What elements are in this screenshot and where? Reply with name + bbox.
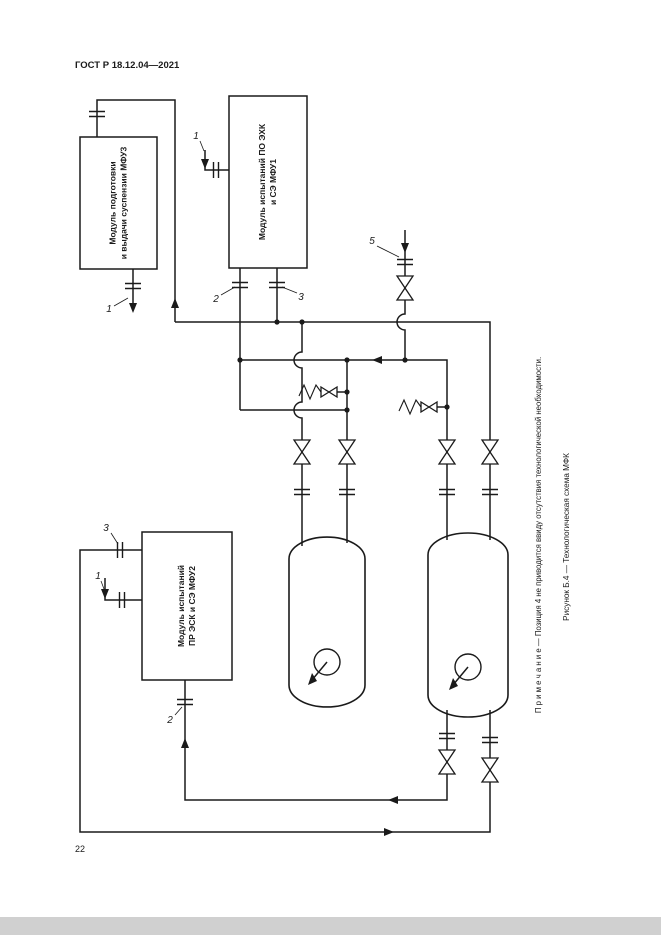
position-label-1-mfu3: 1 [106,304,112,315]
junction-dots [237,319,450,413]
pipe-line [175,321,491,540]
pipe-line [79,549,491,833]
junction-dot [299,319,305,325]
flange-icon [482,736,498,744]
flow-arrow-icon [401,243,409,253]
junction-dot [237,357,243,363]
flow-arrow-icon [171,298,179,308]
module-label-mfu1-line1: Модуль испытаний ПО ЭХК [257,123,267,240]
vessel-body [427,532,509,718]
flange-icon [339,488,355,496]
flange-icon [125,282,141,290]
pipe-line [293,322,303,546]
flow-arrow-icon [101,589,109,599]
flange-icon [118,592,126,608]
valve-icon [337,439,357,465]
relief-valve-icon [298,383,338,401]
flange-icon [177,698,193,706]
flange-icon [439,488,455,496]
valve-icon [395,275,415,301]
leader-line [174,706,183,716]
leader-line [113,297,129,307]
relief-valve-body [320,385,338,399]
flow-arrow-icon [201,159,209,169]
junction-dot [344,357,350,363]
module-label-mfu2: Модуль испытаний ПР ЭСК и СЭ МФУ2 [176,565,197,647]
pipe-line [104,578,142,601]
spring-icon [398,398,422,416]
agitator-arrow-icon [308,673,317,685]
valve-icon [437,749,457,775]
figure-note: П р и м е ч а н и е — Позиция 4 не приво… [534,357,543,713]
position-label-1-mfu1: 1 [193,131,199,142]
pipe-line [96,99,176,322]
figure-caption: Рисунок Б.4 — Технологическая схема МФК [562,453,571,621]
leader-line [110,532,119,545]
page-number: 22 [75,844,85,854]
flow-arrow-icon [129,303,137,313]
valve-icon [480,439,500,465]
position-label-3-mfu2: 3 [103,523,109,534]
module-label-mfu1-line2: и СЭ МФУ1 [268,159,278,205]
module-label-mfu1: Модуль испытаний ПО ЭХК и СЭ МФУ1 [257,123,278,240]
module-label-mfu3-line2: и выдачи суспензии МФУ3 [119,146,129,259]
module-label-mfu3-line1: Модуль подготовки [108,161,118,244]
spring-icon [298,383,322,401]
module-label-mfu2-line1: Модуль испытаний [176,565,186,647]
flange-icon [294,488,310,496]
page-edge [0,917,661,935]
figure-caption-group: Рисунок Б.4 — Технологическая схема МФК [562,453,571,621]
leader-line [100,580,105,590]
position-label-2-mfu2: 2 [166,715,173,726]
flange-icon [116,542,124,558]
flange-icon [212,162,220,178]
flow-arrow-icon [181,738,189,748]
position-label-5: 5 [369,236,375,247]
leader-line [376,245,400,258]
flow-arrow-icon [388,796,398,804]
leader-line [220,286,236,296]
module-box-mfu1 [228,95,308,269]
junction-dot [402,357,408,363]
pipe-line [204,150,229,171]
figure-note-group: П р и м е ч а н и е — Позиция 4 не приво… [534,357,543,713]
vessel-right [427,532,509,718]
pipe-line [240,359,448,540]
junction-dot [274,319,280,325]
flow-arrow-icon [372,356,382,364]
agitator-arrow-icon [449,678,458,690]
flange-icon [89,110,105,118]
flange-icon [439,732,455,740]
valve-icon [292,439,312,465]
flow-arrow-icon [384,828,394,836]
flange-icon [397,258,413,266]
pipe-line [396,230,406,360]
position-label-1-mfu2: 1 [95,571,101,582]
module-box-mfu3 [79,136,158,270]
relief-valve-icon [398,398,438,416]
junction-dot [344,389,350,395]
relief-valve-body [420,400,438,414]
module-box-mfu2 [141,531,233,681]
document-code: ГОСТ Р 18.12.04—2021 [75,60,180,71]
junction-dot [444,404,450,410]
valve-icon [480,757,500,783]
vessel-body [288,536,366,708]
leader-line [281,286,298,294]
valve-icon [437,439,457,465]
leader-line [199,140,205,152]
module-label-mfu2-line2: ПР ЭСК и СЭ МФУ2 [187,566,197,646]
position-label-3-mfu1: 3 [298,292,304,303]
module-label-mfu3: Модуль подготовки и выдачи суспензии МФУ… [108,146,129,259]
junction-dot [344,407,350,413]
vessel-left [288,536,366,708]
position-label-2-mfu1: 2 [212,294,219,305]
flange-icon [482,488,498,496]
